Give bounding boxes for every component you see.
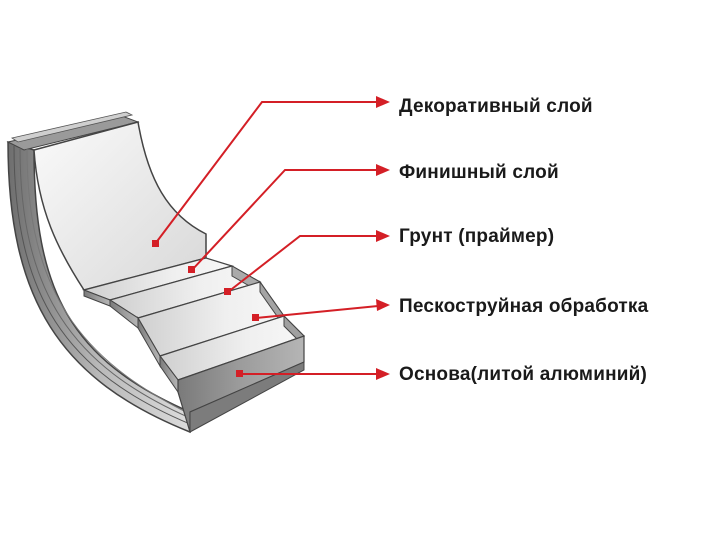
label-base-layer: Основа(литой алюминий)	[399, 364, 648, 385]
label-primer-layer: Грунт (праймер)	[399, 226, 555, 247]
label-sandblast-layer: Пескоструйная обработка	[399, 296, 649, 317]
layer-steps	[82, 257, 306, 433]
label-finish-layer: Финишный слой	[399, 162, 559, 183]
arrow-decorative-layer	[152, 96, 390, 247]
leader-arrows	[152, 96, 390, 380]
curved-shell	[6, 111, 207, 434]
label-decorative-layer: Декоративный слой	[399, 96, 593, 117]
arrow-finish-layer	[188, 164, 390, 273]
arrow-base-layer	[236, 368, 390, 380]
arrow-sandblast-layer	[252, 299, 390, 321]
arrow-primer-layer	[224, 230, 390, 295]
